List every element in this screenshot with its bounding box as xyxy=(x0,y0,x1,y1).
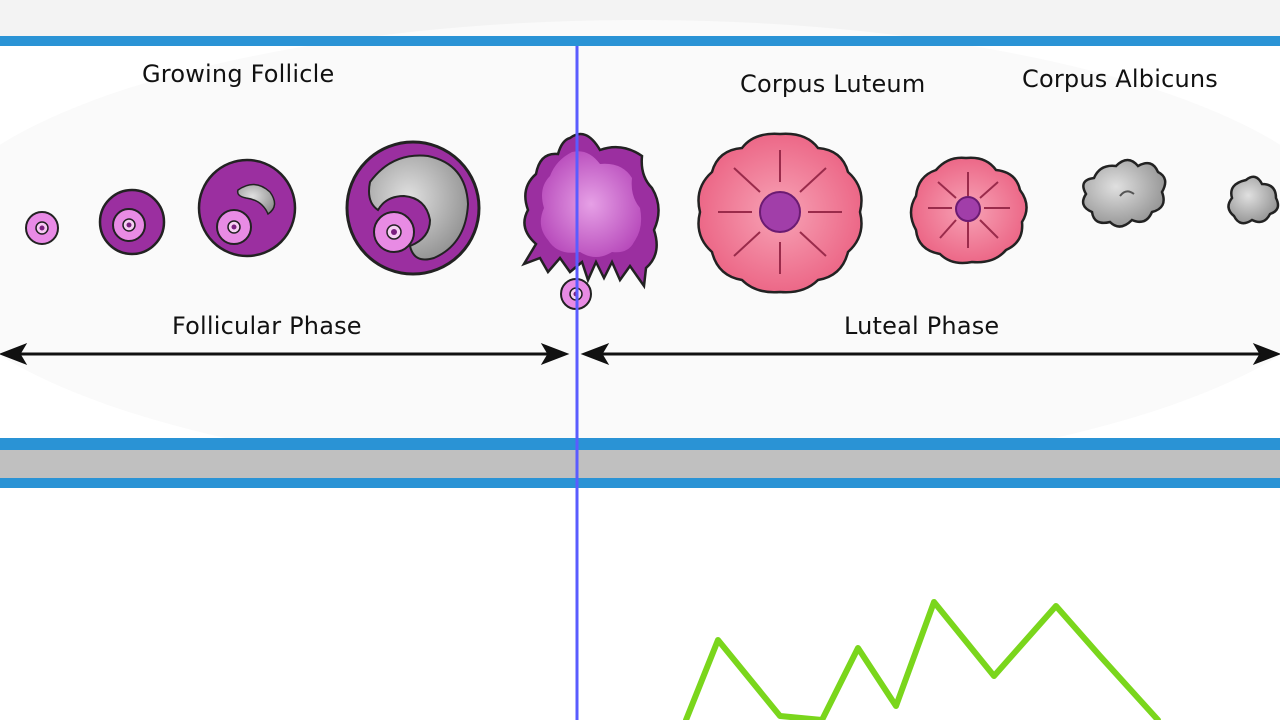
corpus-luteum-small xyxy=(909,156,1028,265)
corpus-albicans xyxy=(1081,158,1167,228)
label-corpus-albicans: Corpus Albicuns xyxy=(1022,65,1218,93)
corpus-luteum-large xyxy=(697,132,863,294)
label-corpus-luteum: Corpus Luteum xyxy=(740,70,926,98)
luteal-phase-arrow xyxy=(580,343,1280,365)
ruptured-follicle xyxy=(521,132,660,310)
top-frame-band xyxy=(0,36,1280,46)
label-follicular-phase: Follicular Phase xyxy=(172,312,362,340)
graafian-follicle xyxy=(345,140,481,276)
primordial-follicle xyxy=(25,211,59,245)
middle-frame-band-lower xyxy=(0,478,1280,488)
label-luteal-phase: Luteal Phase xyxy=(844,312,1000,340)
follicular-phase-arrow xyxy=(0,343,570,365)
hormone-level-trace xyxy=(683,599,1161,723)
corpus-albicans-fragment xyxy=(1227,175,1280,225)
primary-follicle xyxy=(98,188,166,256)
middle-frame-band-upper xyxy=(0,438,1280,450)
divider-bar xyxy=(0,450,1280,478)
label-growing-follicle: Growing Follicle xyxy=(142,60,335,88)
secondary-follicle xyxy=(197,158,297,258)
